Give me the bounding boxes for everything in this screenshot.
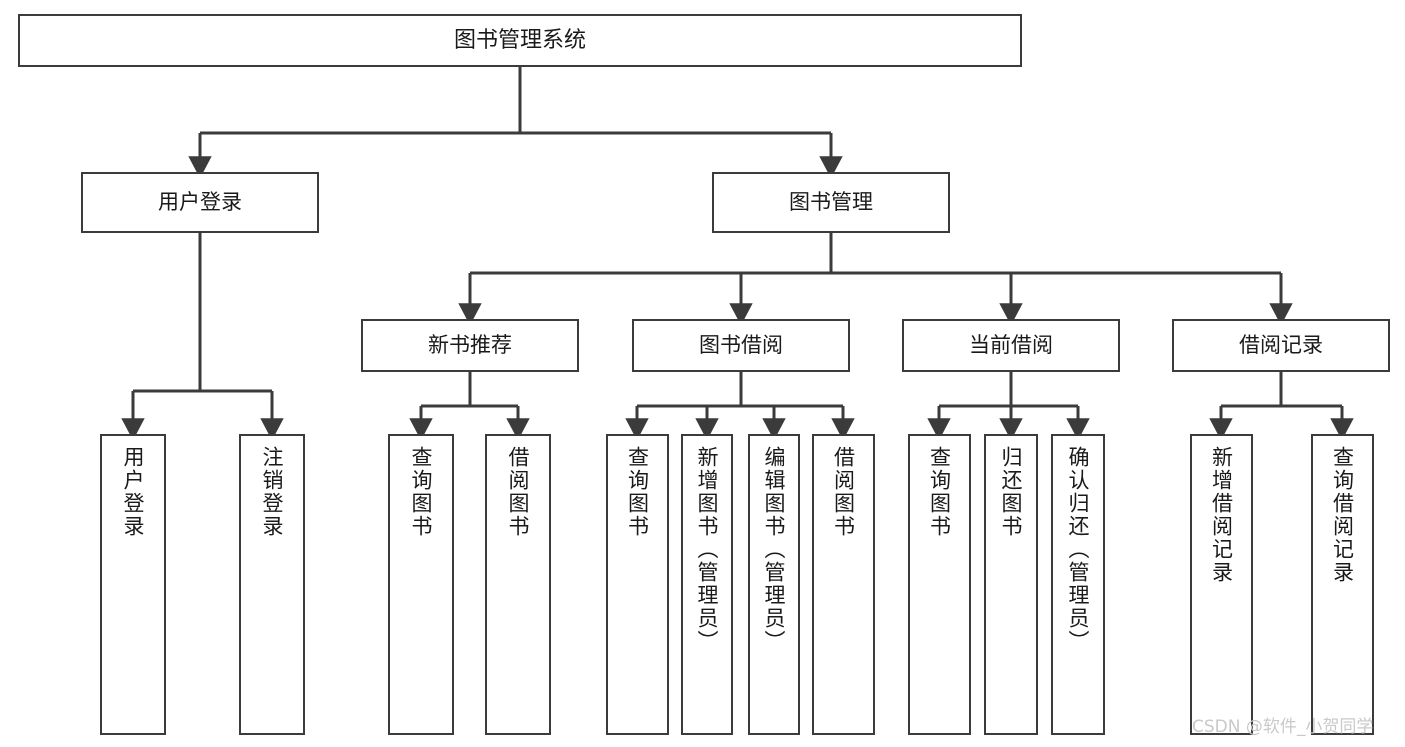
node-leaf-user-login-label: 用户登录 — [121, 446, 146, 538]
node-user-login-label: 用户登录 — [158, 190, 242, 215]
node-user-login[interactable]: 用户登录 — [81, 172, 319, 233]
node-new-book-recommend-label: 新书推荐 — [428, 333, 512, 358]
node-leaf-query-record-label: 查询借阅记录 — [1330, 446, 1355, 584]
node-leaf-logout[interactable]: 注销登录 — [239, 434, 305, 735]
node-leaf-borrow-book-2-label: 借阅图书 — [831, 446, 856, 538]
node-leaf-add-book[interactable]: 新增图书（管理员） — [681, 434, 733, 735]
node-leaf-confirm-return[interactable]: 确认归还（管理员） — [1051, 434, 1105, 735]
node-leaf-add-record-label: 新增借阅记录 — [1209, 446, 1234, 584]
node-leaf-return-book[interactable]: 归还图书 — [984, 434, 1038, 735]
node-book-manage[interactable]: 图书管理 — [712, 172, 950, 233]
node-borrow-record-label: 借阅记录 — [1239, 333, 1323, 358]
node-leaf-confirm-return-label: 确认归还（管理员） — [1066, 446, 1091, 653]
node-leaf-borrow-book-1[interactable]: 借阅图书 — [485, 434, 551, 735]
node-leaf-edit-book[interactable]: 编辑图书（管理员） — [748, 434, 800, 735]
node-new-book-recommend[interactable]: 新书推荐 — [361, 319, 579, 372]
node-leaf-query-book-3-label: 查询图书 — [927, 446, 952, 538]
node-leaf-query-record[interactable]: 查询借阅记录 — [1311, 434, 1374, 735]
node-leaf-add-record[interactable]: 新增借阅记录 — [1190, 434, 1253, 735]
watermark-text: CSDN @软件_小贺同学 — [1192, 717, 1374, 737]
node-root-label: 图书管理系统 — [453, 27, 586, 53]
node-leaf-query-book-1-label: 查询图书 — [409, 446, 434, 538]
node-leaf-edit-book-label: 编辑图书（管理员） — [762, 446, 787, 653]
node-book-manage-label: 图书管理 — [789, 190, 873, 215]
node-book-borrow-label: 图书借阅 — [699, 333, 783, 358]
node-borrow-record[interactable]: 借阅记录 — [1172, 319, 1390, 372]
node-leaf-query-book-3[interactable]: 查询图书 — [908, 434, 971, 735]
node-root[interactable]: 图书管理系统 — [18, 14, 1022, 67]
node-current-borrow-label: 当前借阅 — [969, 333, 1053, 358]
node-leaf-query-book-1[interactable]: 查询图书 — [388, 434, 454, 735]
node-leaf-add-book-label: 新增图书（管理员） — [695, 446, 720, 653]
node-leaf-query-book-2-label: 查询图书 — [625, 446, 650, 538]
node-leaf-borrow-book-1-label: 借阅图书 — [506, 446, 531, 538]
node-current-borrow[interactable]: 当前借阅 — [902, 319, 1120, 372]
node-leaf-borrow-book-2[interactable]: 借阅图书 — [812, 434, 875, 735]
node-leaf-user-login[interactable]: 用户登录 — [100, 434, 166, 735]
node-leaf-return-book-label: 归还图书 — [999, 446, 1024, 538]
node-leaf-query-book-2[interactable]: 查询图书 — [606, 434, 669, 735]
node-book-borrow[interactable]: 图书借阅 — [632, 319, 850, 372]
node-leaf-logout-label: 注销登录 — [260, 446, 285, 538]
